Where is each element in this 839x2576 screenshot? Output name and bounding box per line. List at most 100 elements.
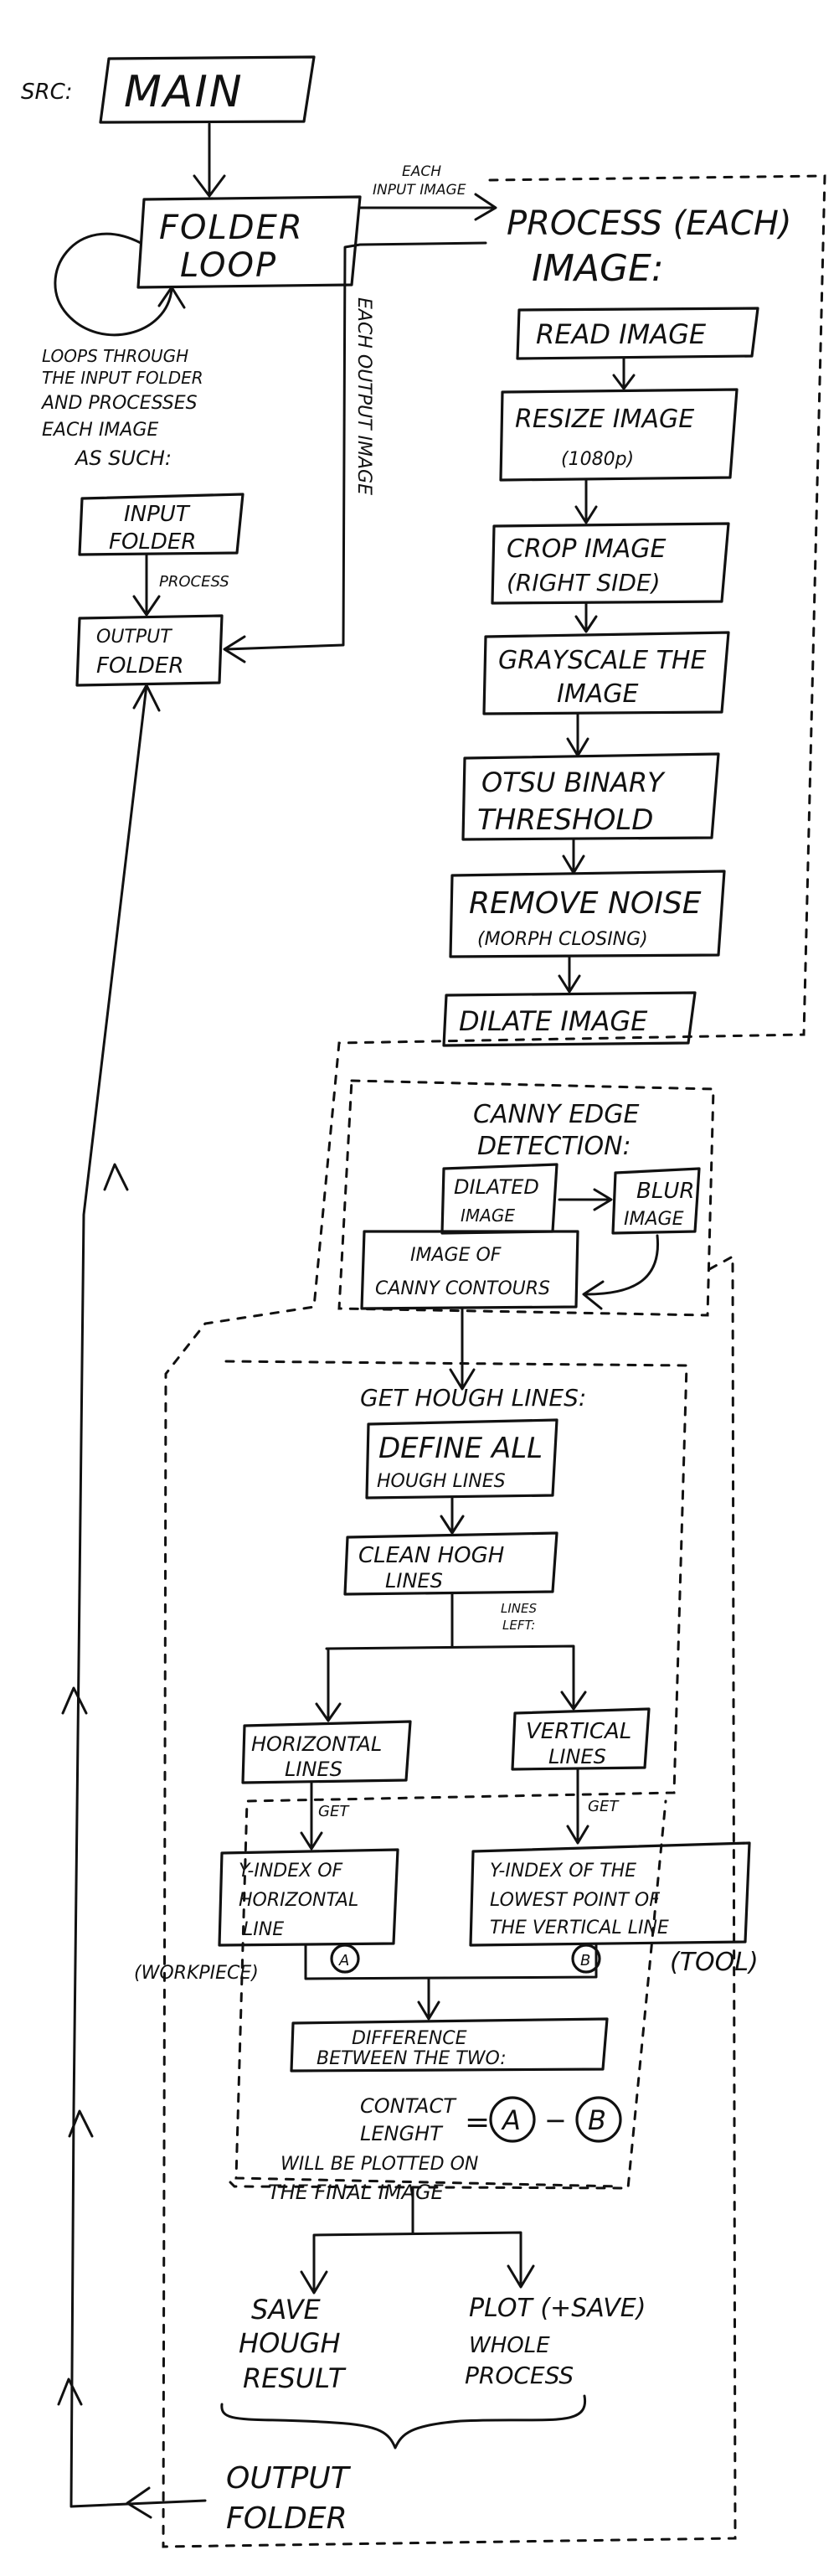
resize-image-box[interactable]: [499, 388, 739, 482]
blur-image-box[interactable]: [611, 1167, 701, 1235]
main-to-loop-arrowhead: [193, 174, 226, 198]
output-folder-top-box[interactable]: [75, 614, 224, 687]
formula-a: A: [501, 2104, 521, 2136]
define-to-clean-arrowhead: [440, 1515, 465, 1535]
clean-split-line: [325, 1593, 575, 1721]
crop-to-gray-arrowhead: [574, 615, 598, 633]
plotted-note-1: WILL BE PLOTTED ON: [281, 2154, 478, 2175]
define-hough-box[interactable]: [365, 1418, 558, 1500]
loop-note-2: THE INPUT FOLDER: [42, 368, 203, 388]
otsu-to-noise-arrowhead: [562, 854, 585, 875]
return-mid-arrowhead-1: [61, 1686, 88, 1715]
hough-get-left: GET: [318, 1803, 350, 1820]
plot-2: WHOLE: [469, 2333, 550, 2358]
remove-noise-box[interactable]: [449, 870, 726, 958]
each-input-line1: EACH: [402, 163, 441, 180]
loop-note-4: EACH IMAGE: [42, 420, 158, 441]
vertical-to-yindex-arrowhead: [566, 1825, 589, 1845]
y-vertical-3: THE VERTICAL LINE: [490, 1918, 669, 1938]
return-mid-arrowhead-4: [57, 2377, 83, 2406]
difference-box[interactable]: [290, 2017, 609, 2073]
y-horizontal-1: Y-INDEX OF: [239, 1861, 343, 1882]
loop-note-3: AND PROCESSES: [40, 393, 198, 414]
y-horizontal-2: HORIZONTAL: [239, 1890, 358, 1911]
dilated-to-blur-arrowhead: [593, 1188, 613, 1211]
each-input-arrowhead: [474, 193, 497, 221]
hough-vertical-2: LINES: [548, 1745, 606, 1768]
output-folder-top-line2: FOLDER: [96, 653, 183, 679]
canny-blur-2: IMAGE: [624, 1209, 684, 1230]
split-left-arrowhead: [315, 1702, 342, 1722]
input-folder-line2: FOLDER: [109, 529, 196, 555]
save-1: SAVE: [251, 2294, 322, 2326]
y-index-horizontal-box[interactable]: [218, 1848, 399, 1947]
save-arrowhead: [300, 2270, 328, 2295]
blur-to-contours-arrowhead: [582, 1280, 605, 1310]
clean-hough-box[interactable]: [343, 1531, 558, 1596]
step-resize-1: RESIZE IMAGE: [515, 405, 694, 434]
gray-to-otsu-arrowhead: [566, 737, 589, 757]
formula-b: B: [588, 2104, 606, 2136]
folder-loop-line1: FOLDER: [159, 209, 304, 247]
step-otsu-1: OTSU BINARY: [481, 767, 666, 798]
step-crop-2: (RIGHT SIDE): [507, 569, 661, 596]
input-folder-box[interactable]: [78, 493, 244, 556]
each-output-return-line: [224, 241, 487, 651]
plotted-note-2: THE FINAL IMAGE: [268, 2181, 445, 2204]
hough-region-bottom: [229, 1799, 667, 2190]
self-loop-line: [54, 232, 173, 337]
return-path-line: [69, 684, 207, 2508]
vertical-lines-box[interactable]: [511, 1707, 651, 1771]
crop-image-box[interactable]: [491, 522, 730, 605]
grayscale-box[interactable]: [482, 631, 730, 715]
return-path-arrowhead: [132, 684, 161, 712]
save-2: HOUGH: [239, 2327, 341, 2359]
horizontal-lines-box[interactable]: [241, 1720, 412, 1784]
hough-horizontal-1: HORIZONTAL: [251, 1732, 382, 1756]
step-gray-2: IMAGE: [557, 679, 639, 709]
main-box[interactable]: [99, 55, 316, 124]
output-brace: [220, 2394, 587, 2450]
canny-contours-box[interactable]: [360, 1230, 579, 1310]
marker-a: A: [338, 1952, 349, 1969]
canny-dilated-2: IMAGE: [461, 1205, 515, 1226]
y-vertical-1: Y-INDEX OF THE: [490, 1861, 636, 1882]
canny-dilated-1: DILATED: [454, 1175, 539, 1199]
marker-b: B: [580, 1952, 590, 1969]
folder-loop-line2: LOOP: [180, 246, 277, 285]
step-noise-2: (MORPH CLOSING): [477, 929, 648, 950]
step-otsu-2: THRESHOLD: [477, 803, 653, 837]
contact-2: LENGHT: [360, 2122, 444, 2145]
formula-b-circle: [575, 2096, 622, 2143]
input-folder-line1: INPUT: [124, 502, 191, 527]
difference-2: BETWEEN THE TWO:: [317, 2048, 507, 2069]
process-each-image-region: [162, 174, 826, 2548]
return-start-arrowhead: [126, 2486, 152, 2519]
main-title: MAIN: [124, 67, 244, 117]
read-image-box[interactable]: [516, 307, 759, 360]
plot-1: PLOT (+SAVE): [469, 2294, 646, 2323]
canny-blur-1: BLUR: [636, 1179, 694, 1204]
save-3: RESULT: [243, 2362, 347, 2394]
output-folder-bottom-1: OUTPUT: [226, 2461, 352, 2496]
step-gray-1: GRAYSCALE THE: [498, 646, 707, 675]
hough-lines-left-2: LEFT:: [502, 1618, 535, 1633]
loop-note-5: AS SUCH:: [74, 447, 172, 470]
canny-title-2: DETECTION:: [477, 1132, 631, 1161]
folder-loop-box[interactable]: [136, 195, 362, 289]
otsu-box[interactable]: [461, 752, 720, 841]
process-label: PROCESS: [159, 573, 229, 591]
each-input-line2: INPUT IMAGE: [373, 182, 466, 199]
output-folder-bottom-2: FOLDER: [226, 2501, 347, 2536]
dilate-image-box[interactable]: [442, 991, 697, 1047]
hough-lines-left-1: LINES: [501, 1601, 537, 1616]
formula-a-circle: [489, 2096, 536, 2143]
hough-get-right: GET: [588, 1798, 620, 1815]
marker-b-circle: [571, 1944, 601, 1974]
step-noise-1: REMOVE NOISE: [469, 886, 702, 921]
marker-a-circle: [330, 1944, 360, 1974]
equals-sign: =: [465, 2105, 490, 2140]
y-index-vertical-box[interactable]: [469, 1841, 751, 1947]
canny-contours-1: IMAGE OF: [410, 1245, 502, 1266]
